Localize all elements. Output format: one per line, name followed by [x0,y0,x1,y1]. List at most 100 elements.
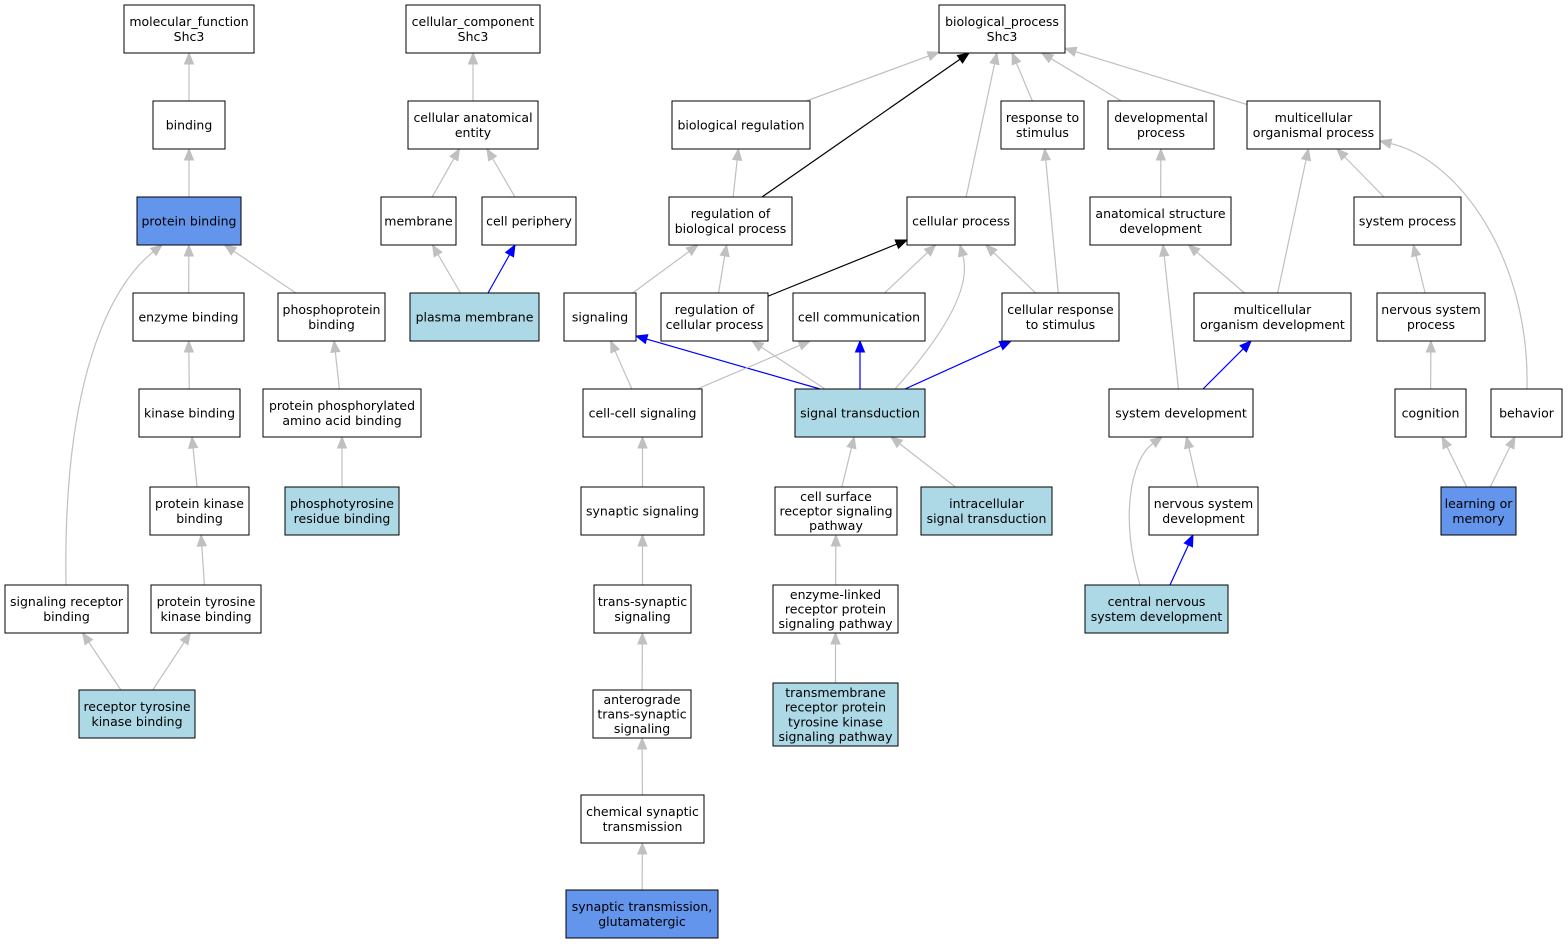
node-membrane[interactable]: membrane [380,196,457,246]
edge-bio_reg-to-bp [806,51,941,102]
node-label-line: organismal process [1253,125,1374,140]
arrowhead-icon [731,147,743,162]
arrowhead-icon [1336,148,1349,161]
arrowhead-icon [187,435,199,449]
arrowhead-icon [196,533,208,547]
arrowhead-icon [846,435,857,450]
node-label-line: molecular_function [129,14,248,29]
node-kinase-binding[interactable]: kinase binding [138,388,241,438]
node-label-line: cellular process [912,214,1010,229]
node-sys-dev[interactable]: system development [1108,388,1254,438]
arrowhead-icon [223,244,238,256]
node-box [1353,196,1462,246]
arrowhead-icon [183,147,195,161]
node-label-line: protein phosphorylated [269,398,415,413]
edge-mod-to-asd [1187,244,1245,294]
node-label-line: Shc3 [987,29,1018,44]
edge-signaling_receptor_binding-to-protein_binding [65,244,164,586]
arrowhead-icon [1411,243,1422,258]
node-label-line: regulation of [691,206,771,221]
arrowhead-icon [1149,436,1164,448]
node-box [407,100,539,150]
node-syn-sig[interactable]: synaptic signaling [580,486,705,536]
node-sig-trans[interactable]: signal transduction [794,388,926,438]
node-label-line: process [1407,317,1455,332]
node-label-line: receptor signaling [779,504,892,519]
node-signaling[interactable]: signaling [563,292,637,342]
node-cell-comm[interactable]: cell communication [792,292,926,342]
edge-line [632,251,690,294]
node-box [150,584,262,634]
node-syn-glut[interactable]: synaptic transmission,glutamatergic [565,889,719,939]
node-box [582,388,703,438]
node-box [580,486,705,536]
arrowhead-icon [183,243,195,257]
node-plasma-membrane[interactable]: plasma membrane [409,292,540,342]
node-enzyme-binding[interactable]: enzyme binding [132,292,245,342]
edge-chem_syn-to-antero [636,736,648,796]
arrowhead-icon [719,243,730,258]
node-bio-reg[interactable]: biological regulation [671,100,811,150]
edge-line [1277,159,1307,294]
edge-reg_bio-to-bio_reg [731,147,743,198]
edge-line [904,344,1002,390]
node-box [138,388,241,438]
edge-line [1188,447,1199,488]
edge-cell_comm-to-cell_proc [884,244,937,294]
edge-binding-to-mf [183,51,195,101]
node-sys-proc[interactable]: system process [1353,196,1462,246]
node-label-line: protein tyrosine [157,594,256,609]
node-cognition[interactable]: cognition [1394,388,1467,438]
node-cell-cell[interactable]: cell-cell signaling [582,388,703,438]
node-box [593,584,692,634]
edge-phosphoprotein_binding-to-protein_binding [223,244,297,294]
edge-membrane-to-cae [431,147,461,198]
node-behavior[interactable]: behavior [1490,388,1563,438]
edge-cell_cell-to-signaling [610,339,633,390]
node-cell-periphery[interactable]: cell periphery [481,196,577,246]
edge-line [806,55,929,102]
node-label-line: protein binding [141,214,236,229]
arrowhead-icon [685,244,699,257]
node-label-line: nervous system [1154,496,1253,511]
node-cell-proc[interactable]: cellular process [906,196,1016,246]
edge-line [760,346,826,390]
node-protein-binding[interactable]: protein binding [136,196,242,246]
node-label-line: binding [166,118,213,133]
node-label-line: multicellular [1275,110,1354,125]
node-label-line: synaptic signaling [586,504,699,519]
node-label-line: entity [455,125,492,140]
edge-sig_trans-to-cell_proc [894,243,969,390]
node-binding[interactable]: binding [152,100,226,150]
